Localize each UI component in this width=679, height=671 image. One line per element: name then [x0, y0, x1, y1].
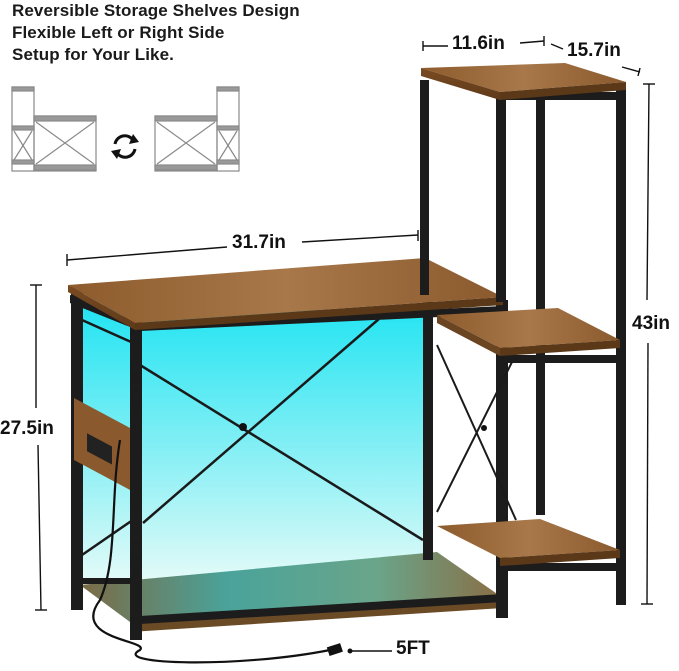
- headline: Reversible Storage Shelves Design Flexib…: [12, 0, 300, 66]
- tower-bottom-shelf: [437, 519, 620, 558]
- headline-line-1: Reversible Storage Shelves Design: [12, 1, 300, 20]
- desk-top: [68, 258, 503, 323]
- reversible-config-left: [11, 86, 97, 172]
- headline-line-3: Setup for Your Like.: [12, 45, 174, 64]
- dim-desk-height: 27.5in: [0, 418, 54, 439]
- tower-top-shelf: [421, 63, 626, 92]
- power-cord: [92, 439, 331, 664]
- dim-depth: 15.7in: [567, 40, 621, 61]
- dimension-lines: [30, 36, 655, 652]
- dim-desk-width: 31.7in: [232, 232, 286, 253]
- dim-total-height: 43in: [632, 313, 671, 334]
- dim-cord-length: 5FT: [396, 638, 430, 659]
- reversible-config-right: [154, 86, 240, 172]
- headline-line-2: Flexible Left or Right Side: [12, 23, 225, 42]
- rotate-arrows-icon: [111, 134, 139, 159]
- led-glow-panel: [80, 305, 430, 585]
- dim-tower-width: 11.6in: [452, 33, 505, 54]
- tower-middle-shelf: [437, 308, 620, 348]
